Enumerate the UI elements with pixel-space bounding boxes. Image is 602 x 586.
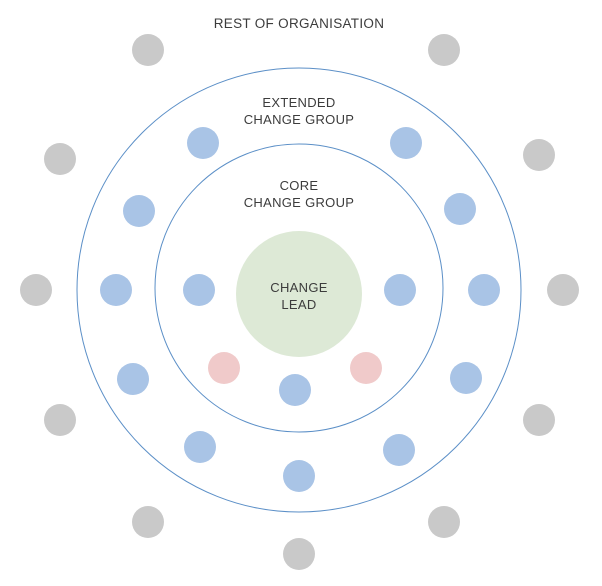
extended-group-node [100,274,132,306]
core-group-label-line1: CORE [280,178,319,193]
change-lead-label-line1: CHANGE [270,280,327,295]
extended-group-node [390,127,422,159]
rest-node [132,506,164,538]
rest-of-organisation-label: REST OF ORGANISATION [214,16,385,31]
rest-of-organisation-nodes [20,34,579,570]
extended-group-node [444,193,476,225]
core-group-nodes [183,274,416,406]
core-group-node [384,274,416,306]
extended-group-node [117,363,149,395]
change-lead-node [236,231,362,357]
rest-node [547,274,579,306]
extended-group-label-line2: CHANGE GROUP [244,112,355,127]
highlighted-node [208,352,240,384]
rest-node [523,404,555,436]
core-group-node [183,274,215,306]
highlighted-node [350,352,382,384]
core-group-node [279,374,311,406]
rest-node [20,274,52,306]
extended-group-nodes [100,127,500,492]
extended-group-node [123,195,155,227]
rest-node [44,404,76,436]
rest-node [132,34,164,66]
extended-group-node [184,431,216,463]
extended-group-node [187,127,219,159]
change-lead-label-line2: LEAD [281,297,316,312]
core-group-ring [154,143,444,433]
rest-node [428,34,460,66]
extended-group-node [450,362,482,394]
extended-group-node [468,274,500,306]
extended-group-node [383,434,415,466]
rest-node [283,538,315,570]
extended-group-ring [76,67,522,513]
core-group-label-line2: CHANGE GROUP [244,195,355,210]
extended-group-node [283,460,315,492]
rest-node [428,506,460,538]
rest-node [44,143,76,175]
extended-group-label-line1: EXTENDED [262,95,335,110]
highlighted-core-nodes [208,352,382,384]
rest-node [523,139,555,171]
